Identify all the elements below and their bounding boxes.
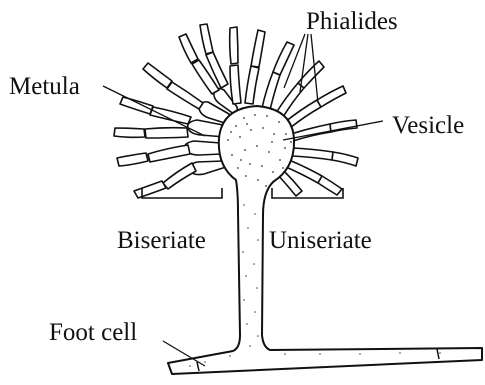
phialide [120,97,153,114]
phialide [318,176,342,195]
phialide [167,82,203,109]
phialide [317,86,346,107]
vesicle-label: Vesicle [392,112,464,139]
phialide [143,63,172,88]
phialide [230,65,241,104]
biseriate-label: Biseriate [117,227,206,254]
phialide [230,27,238,64]
foot-cell-label: Foot cell [49,319,137,346]
phialide [251,30,265,67]
uniseriate-label: Uniseriate [269,227,372,254]
phialide [114,128,145,137]
phialide [332,152,358,166]
phialide [117,153,148,166]
phialide [145,128,188,138]
phialide [200,24,213,54]
phialide [262,72,280,110]
phialide [148,145,190,162]
phialides-label: Phialides [306,8,398,35]
metula-label: Metula [9,73,80,100]
phialide [245,66,259,104]
phialide [163,163,196,189]
phialide [150,107,191,124]
phialide [134,181,166,198]
phialide [292,148,333,160]
phialide [179,34,198,63]
